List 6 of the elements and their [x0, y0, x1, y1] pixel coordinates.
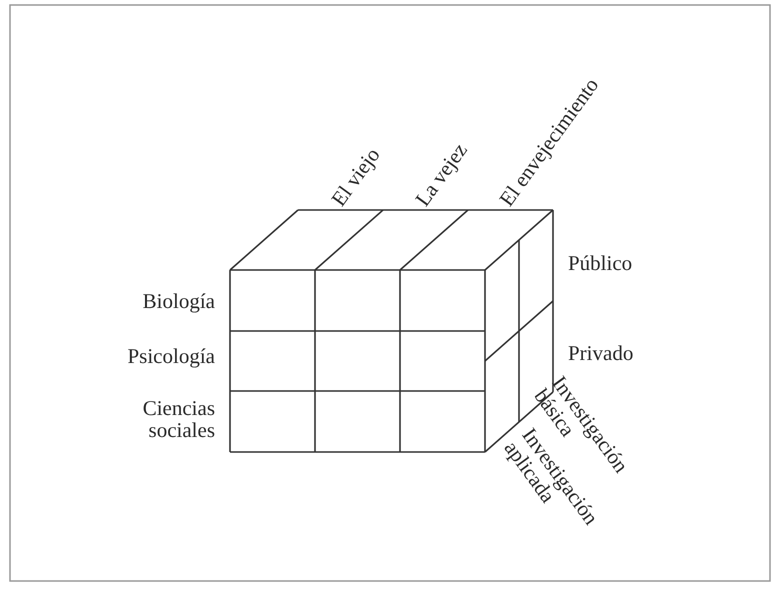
axis-label: Biología: [142, 290, 215, 312]
axis-label: El viejo: [327, 144, 384, 210]
axis-label: Ciencias sociales: [142, 397, 215, 441]
axis-label: Público: [568, 252, 632, 274]
axis-label: Psicología: [128, 345, 215, 367]
axis-label: Privado: [568, 342, 634, 364]
